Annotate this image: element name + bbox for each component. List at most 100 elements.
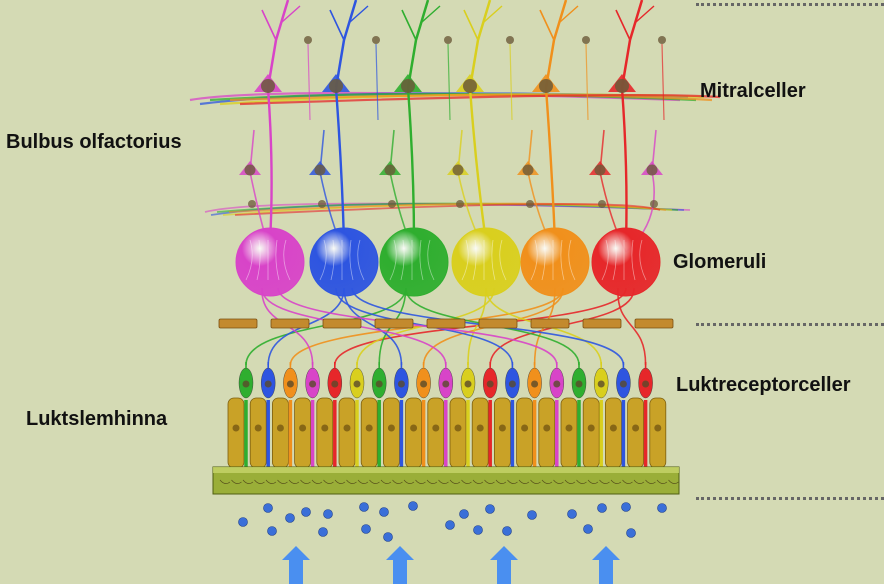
mitral-apical-dendrite xyxy=(334,0,358,89)
granule-cell xyxy=(658,36,666,44)
receptor-nucleus xyxy=(331,380,339,388)
receptor-axon xyxy=(617,287,647,366)
glomerulus-fibre xyxy=(400,239,405,281)
tufted-nucleus xyxy=(522,164,534,176)
supporting-cell-nucleus xyxy=(254,424,262,432)
mitral-apical-dendrite xyxy=(620,0,644,89)
glomerulus-fibre xyxy=(472,239,477,281)
supporting-cell xyxy=(582,397,600,469)
glomerulus xyxy=(451,227,521,297)
dotted-divider-top xyxy=(696,3,884,6)
cribriform-plate-segment xyxy=(426,318,466,329)
cilia-mesh xyxy=(553,479,564,484)
cilia-mesh xyxy=(633,479,645,484)
supporting-cell-nucleus xyxy=(565,424,573,432)
cilia-mesh xyxy=(357,479,369,484)
odorant-molecule xyxy=(567,509,577,519)
receptor-axon-layer xyxy=(245,287,647,366)
supporting-cell-nucleus xyxy=(498,424,506,432)
mitral-nucleus xyxy=(261,79,275,93)
cilia-mesh xyxy=(541,479,553,484)
supporting-cell xyxy=(649,397,667,469)
tufted-nucleus xyxy=(452,164,464,176)
tufted-nucleus xyxy=(314,164,326,176)
dotted-divider-middle xyxy=(696,323,884,326)
odorant-molecule xyxy=(238,517,248,527)
mitral-dendrite-branch xyxy=(421,5,441,23)
glomerulus-fibre xyxy=(631,239,636,281)
supporting-cell xyxy=(249,397,267,469)
granule-process xyxy=(661,43,665,121)
cilia-mesh xyxy=(495,479,507,484)
glomerulus xyxy=(591,227,661,297)
mitral-axon xyxy=(266,87,273,243)
cilia-mesh xyxy=(461,479,472,484)
cilia-mesh xyxy=(576,479,587,484)
odorant-layer xyxy=(238,501,667,584)
mitral-axon xyxy=(406,87,416,243)
label-receptor-cells: Luktreceptorceller xyxy=(676,374,851,396)
supporting-cell xyxy=(316,397,334,469)
odorant-molecule xyxy=(408,501,418,511)
cilia-mesh xyxy=(277,479,288,484)
odorant-molecule xyxy=(485,504,495,514)
odorant-molecule xyxy=(626,528,636,538)
receptor-nucleus xyxy=(486,380,494,388)
periglomerular-cell xyxy=(650,200,658,208)
periglomerular-cell xyxy=(318,200,326,208)
periglomerular-cell xyxy=(526,200,534,208)
cilia-mesh xyxy=(656,479,668,484)
mitral-lateral-dendrite xyxy=(228,202,667,213)
supporting-cell xyxy=(471,397,489,469)
mitral-nucleus xyxy=(329,79,343,93)
supporting-cell xyxy=(449,397,467,469)
supporting-cell-nucleus xyxy=(387,424,395,432)
supporting-cell xyxy=(538,397,556,469)
granule-cell xyxy=(582,36,590,44)
mitral-apical-dendrite xyxy=(544,0,568,89)
cilia-mesh xyxy=(518,479,530,484)
odorant-molecule xyxy=(267,526,277,536)
receptor-axon xyxy=(343,287,403,366)
glomerulus-fibre xyxy=(330,239,335,281)
mitral-dendrite-branch xyxy=(349,5,369,23)
cribriform-plate-segment xyxy=(270,318,310,329)
cilia-mesh xyxy=(311,479,323,484)
label-glomeruli: Glomeruli xyxy=(673,251,767,273)
granule-cell xyxy=(444,36,452,44)
glomeruli-layer xyxy=(235,227,661,297)
odorant-molecule xyxy=(502,526,512,536)
airflow-arrow xyxy=(490,546,518,584)
cilia-mesh xyxy=(392,479,403,484)
dotted-divider-bottom xyxy=(696,497,884,500)
airflow-arrow xyxy=(592,546,620,584)
receptor-nucleus xyxy=(353,380,361,388)
supporting-cell xyxy=(627,397,644,469)
label-olfactory-epithelium: Luktslemhinna xyxy=(26,408,168,430)
mitral-dendrite-branch xyxy=(635,5,655,23)
mitral-axon xyxy=(468,87,488,243)
cribriform-plate-segment xyxy=(530,318,570,329)
glomerulus-fibre xyxy=(541,239,546,281)
odorant-molecule xyxy=(379,507,389,517)
mitral-cell-layer xyxy=(189,0,721,253)
supporting-cell-nucleus xyxy=(276,424,284,432)
cilia-mesh xyxy=(484,479,495,484)
cilia-mesh xyxy=(507,479,518,484)
cilia-mesh xyxy=(610,479,622,484)
cilia-mesh xyxy=(300,479,311,484)
glomerulus-fibre xyxy=(256,239,261,281)
receptor-nucleus xyxy=(531,380,539,388)
cilia-mesh xyxy=(369,479,380,484)
cilia-mesh xyxy=(346,479,357,484)
supporting-cell xyxy=(560,397,578,469)
supporting-cell xyxy=(338,397,356,469)
glomerulus-fibre xyxy=(568,239,576,281)
receptor-nucleus xyxy=(420,380,428,388)
receptor-nucleus xyxy=(375,380,383,388)
cribriform-plate-segment xyxy=(582,318,622,329)
receptor-axon xyxy=(467,287,487,366)
odorant-molecule xyxy=(473,525,483,535)
airflow-arrow xyxy=(386,546,414,584)
